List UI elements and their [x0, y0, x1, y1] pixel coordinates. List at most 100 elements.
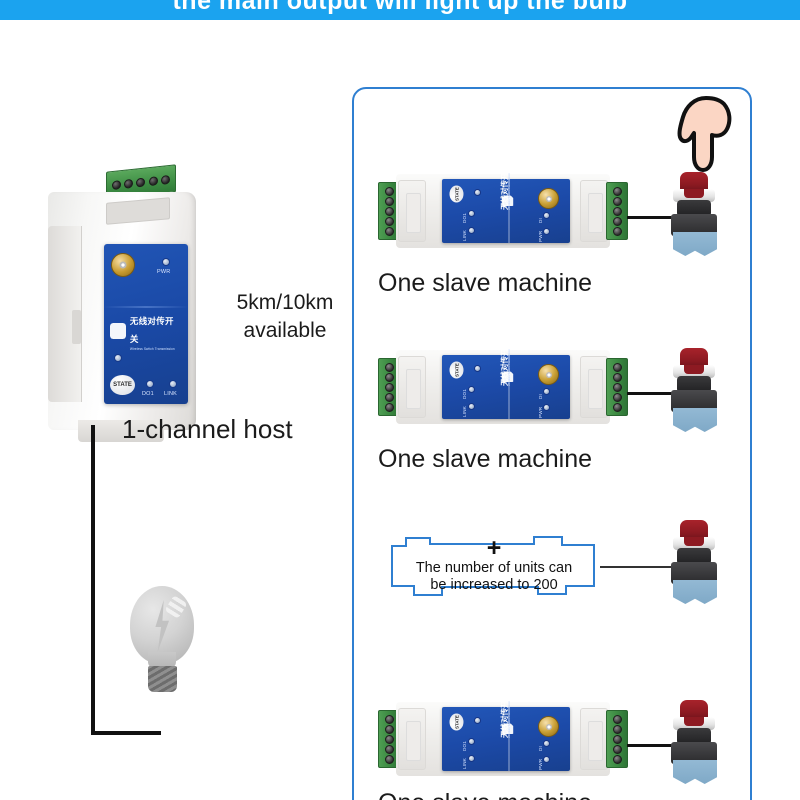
- status-led: [114, 354, 122, 362]
- di-led: [543, 388, 550, 395]
- housing-ear-right: [580, 356, 608, 418]
- range-line-2: available: [243, 319, 327, 342]
- sma-connector-icon: [111, 253, 135, 277]
- terminal-screw: [384, 714, 394, 724]
- housing-ear-right: [580, 708, 608, 770]
- terminal-screw: [384, 754, 394, 764]
- housing-ear-left: [398, 180, 426, 242]
- push-button-1[interactable]: [665, 172, 723, 256]
- housing-label-window: [106, 197, 170, 225]
- brand-name-en: Wireless Switch Transmission: [507, 173, 511, 210]
- button-neck: [677, 200, 711, 217]
- pwr-led-label: PWR: [157, 269, 171, 275]
- button-cap: [680, 520, 708, 540]
- slave-housing: STATE DO1 LINK 无线对传开关 Wireless Switch Tr…: [396, 693, 610, 776]
- host-device[interactable]: PWR 无线对传开关 Wireless Switch Transmission …: [40, 164, 202, 442]
- slave-device-3[interactable]: STATE DO1 LINK 无线对传开关 Wireless Switch Tr…: [378, 693, 628, 778]
- slaves-group-frame: [352, 87, 752, 800]
- slave-housing: STATE DO1 LINK 无线对传开关 Wireless Switch Tr…: [396, 165, 610, 248]
- link-led-label: LINK: [462, 229, 467, 241]
- terminal-screw: [612, 714, 622, 724]
- state-button[interactable]: STATE: [449, 361, 464, 379]
- push-button-4[interactable]: [665, 700, 723, 784]
- terminal-screw: [612, 744, 622, 754]
- terminal-screw: [384, 724, 394, 734]
- top-banner: the main output will light up the bulb: [0, 0, 800, 20]
- brand-name-en: Wireless Switch Transmission: [507, 349, 511, 386]
- slave-front-panel: STATE DO1 LINK 无线对传开关 Wireless Switch Tr…: [442, 165, 570, 243]
- state-button[interactable]: STATE: [110, 375, 135, 395]
- terminal-screw: [384, 744, 394, 754]
- do1-led: [146, 380, 154, 388]
- slave-device-2[interactable]: STATE DO1 LINK 无线对传开关 Wireless Switch Tr…: [378, 341, 628, 426]
- brand-logo: 无线对传开关 Wireless Switch Transmission: [498, 165, 518, 231]
- robot-logo-icon: [501, 195, 514, 206]
- panel-divider: [508, 179, 510, 243]
- plus-sign: +: [486, 534, 502, 562]
- link-led: [169, 380, 177, 388]
- terminal-screw: [612, 186, 622, 196]
- do1-led: [468, 738, 475, 745]
- brand-name-en: Wireless Switch Transmission: [507, 701, 511, 738]
- terminal-screw: [612, 392, 622, 402]
- host-label: 1-channel host: [122, 414, 293, 444]
- pwr-led: [543, 404, 550, 411]
- hand-pointing-down-icon: [676, 95, 734, 173]
- pwr-led: [543, 228, 550, 235]
- terminal-screw: [384, 382, 394, 392]
- terminal-screw: [384, 216, 394, 226]
- housing-ear-left: [398, 356, 426, 418]
- sma-connector-icon: [538, 188, 559, 209]
- sma-connector-icon: [538, 364, 559, 385]
- do1-led: [468, 386, 475, 393]
- terminal-screw: [384, 226, 394, 236]
- terminal-screw: [136, 177, 146, 187]
- slave-1-label: One slave machine: [378, 269, 593, 297]
- do1-led-label: DO1: [462, 212, 467, 223]
- state-button[interactable]: STATE: [449, 185, 464, 203]
- terminal-screw: [612, 226, 622, 236]
- terminal-screw: [384, 392, 394, 402]
- robot-logo-icon: [501, 371, 514, 382]
- panel-divider: [508, 355, 510, 419]
- terminal-screw: [384, 372, 394, 382]
- brand-name-en: Wireless Switch Transmission: [129, 347, 175, 351]
- terminal-block-right: [606, 710, 628, 768]
- panel-divider: [508, 707, 510, 771]
- button-body: [671, 562, 717, 584]
- slave-device-1[interactable]: STATE DO1 LINK 无线对传开关 Wireless Switch Tr…: [378, 165, 628, 250]
- terminal-screw: [384, 402, 394, 412]
- button-terminal-base: [673, 232, 717, 256]
- note-line-2: be increased to 200: [430, 577, 558, 593]
- terminal-screw: [612, 216, 622, 226]
- push-button-3[interactable]: [665, 520, 723, 604]
- terminal-screw: [612, 402, 622, 412]
- brand-logo: 无线对传开关 Wireless Switch Transmission: [498, 693, 518, 759]
- pwr-led: [543, 756, 550, 763]
- button-cap: [680, 172, 708, 192]
- note-line-1: The number of units can: [415, 560, 573, 576]
- pwr-led-label: PWR: [538, 230, 543, 242]
- button-terminal-base: [673, 760, 717, 784]
- robot-logo-icon: [501, 723, 514, 734]
- button-terminal-base: [673, 408, 717, 432]
- pwr-led-label: PWR: [538, 758, 543, 770]
- button-neck: [677, 728, 711, 745]
- button-bezel-ring: [673, 717, 715, 730]
- button-body: [671, 742, 717, 764]
- slave-housing: STATE DO1 LINK 无线对传开关 Wireless Switch Tr…: [396, 341, 610, 424]
- banner-text: the main output will light up the bulb: [172, 0, 628, 15]
- state-button[interactable]: STATE: [449, 713, 464, 731]
- terminal-screw: [612, 724, 622, 734]
- robot-logo-icon: [110, 323, 126, 339]
- push-button-2[interactable]: [665, 348, 723, 432]
- housing-notch: [72, 310, 81, 344]
- button-body: [671, 390, 717, 412]
- terminal-screw: [612, 206, 622, 216]
- do1-led: [468, 210, 475, 217]
- terminal-screw: [111, 179, 121, 190]
- button-neck: [677, 376, 711, 393]
- di-led: [543, 740, 550, 747]
- terminal-screw: [384, 734, 394, 744]
